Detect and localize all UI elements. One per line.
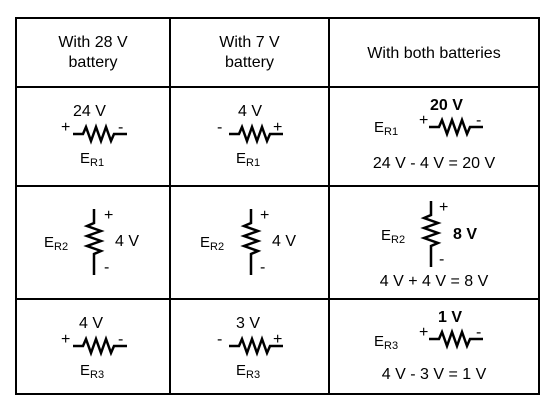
er2-plus-sign-both: + <box>439 199 449 216</box>
er1-plus-sign-both: + <box>419 112 429 129</box>
er3-minus-sign-28v: - <box>118 331 124 348</box>
er1-voltage-both: 20 V <box>430 97 463 114</box>
er3-plus-sign-28v: + <box>61 331 71 348</box>
er2-voltage-28v: 4 V <box>115 233 140 250</box>
er1-voltage-28v: 24 V <box>73 103 106 120</box>
er3-voltage-7v: 3 V <box>236 315 261 332</box>
er2-minus-sign-28v: - <box>104 259 110 276</box>
er1-minus-sign: - <box>118 119 124 136</box>
er1-plus-sign: + <box>61 119 71 136</box>
er2-voltage-7v: 4 V <box>272 233 297 250</box>
header-28v-line1: With 28 V <box>58 34 128 51</box>
er3-plus-sign-both: + <box>419 324 429 341</box>
er1-plus-sign-7v: + <box>273 119 283 136</box>
resistor-r3-28v <box>73 335 127 357</box>
er3-label-7v: ER3 <box>236 362 261 381</box>
header-28v-line2: battery <box>68 54 118 71</box>
resistor-r2-both <box>420 201 442 267</box>
er3-label-both: ER3 <box>374 333 399 352</box>
header-7v-line2: battery <box>225 54 274 71</box>
header-28v-battery: With 28 V battery <box>17 33 169 73</box>
column-divider-1 <box>169 19 171 393</box>
er3-label-28v: ER3 <box>80 362 105 381</box>
er2-minus-sign-both: - <box>439 251 445 268</box>
voltage-table: With 28 V battery With 7 V battery With … <box>15 17 540 395</box>
er2-equation: 4 V + 4 V = 8 V <box>379 273 489 290</box>
er1-equation: 24 V - 4 V = 20 V <box>372 155 496 172</box>
header-7v-line1: With 7 V <box>219 34 280 51</box>
resistor-r3-both <box>429 328 483 350</box>
er2-plus-sign-7v: + <box>260 207 270 224</box>
er1-label-28v: ER1 <box>80 150 105 169</box>
er3-plus-sign-7v: + <box>273 331 283 348</box>
resistor-r3-7v <box>229 335 283 357</box>
er1-minus-sign-both: - <box>476 112 482 129</box>
er1-label-7v: ER1 <box>236 150 261 169</box>
er2-plus-sign-28v: + <box>104 207 114 224</box>
row-divider-1 <box>17 185 538 187</box>
er3-equation: 4 V - 3 V = 1 V <box>381 366 487 383</box>
er2-minus-sign-7v: - <box>260 259 266 276</box>
row-divider-2 <box>17 298 538 300</box>
er3-voltage-28v: 4 V <box>79 315 104 332</box>
er2-label-7v: ER2 <box>200 234 225 253</box>
resistor-r2-7v <box>240 209 262 275</box>
resistor-r1-both <box>429 116 483 138</box>
column-divider-2 <box>328 19 330 393</box>
er2-voltage-both: 8 V <box>453 226 478 243</box>
er1-voltage-7v: 4 V <box>238 103 263 120</box>
header-7v-battery: With 7 V battery <box>171 33 328 73</box>
er3-voltage-both: 1 V <box>438 309 463 326</box>
er2-label-both: ER2 <box>381 227 406 246</box>
er3-minus-sign-7v: - <box>217 331 223 348</box>
er1-label-both: ER1 <box>374 119 399 138</box>
row-divider-header <box>17 86 538 88</box>
er1-minus-sign-7v: - <box>217 119 223 136</box>
resistor-r1-7v <box>229 123 283 145</box>
er3-minus-sign-both: - <box>476 324 482 341</box>
header-both-batteries: With both batteries <box>367 45 501 62</box>
er2-label-28v: ER2 <box>44 234 69 253</box>
resistor-r2-28v <box>83 209 105 275</box>
resistor-r1-28v <box>73 123 127 145</box>
